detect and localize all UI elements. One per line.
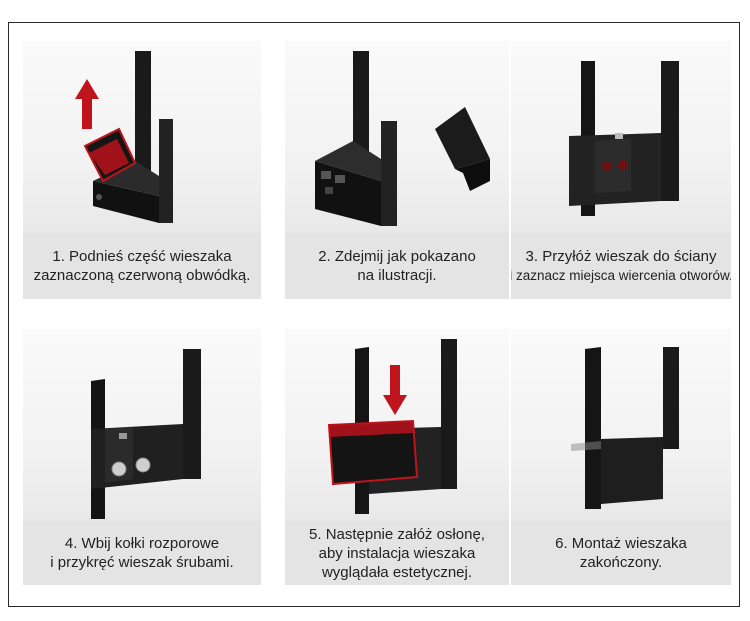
step-6-line-1: 6. Montaż wieszaka — [555, 535, 687, 552]
step-2-caption: 2. Zdejmij jak pokazano na ilustracji. — [285, 233, 509, 299]
step-2-line-1: 2. Zdejmij jak pokazano — [318, 248, 476, 265]
arrow-up-icon — [75, 79, 99, 129]
step-3-photo — [511, 41, 731, 233]
step-1-line-1: 1. Podnieś część wieszaka — [52, 248, 232, 265]
arrow-down-icon — [383, 365, 407, 415]
step-3-caption: 3. Przyłóż wieszak do ściany i zaznacz m… — [511, 233, 731, 299]
step-1-photo — [23, 41, 261, 233]
step-1-caption: 1. Podnieś część wieszaka zaznaczoną cze… — [23, 233, 261, 299]
step-1-line-2: zaznaczoną czerwoną obwódką. — [33, 267, 251, 284]
step-5-caption: 5. Następnie załóż osłonę, aby instalacj… — [285, 521, 509, 585]
step-4-caption: 4. Wbij kołki rozporowe i przykręć wiesz… — [23, 521, 261, 585]
step-3-line-1: 3. Przyłóż wieszak do ściany — [525, 248, 717, 265]
step-panel-4: 4. Wbij kołki rozporowe i przykręć wiesz… — [23, 329, 261, 585]
step-panel-3: 3. Przyłóż wieszak do ściany i zaznacz m… — [511, 41, 731, 299]
step-panel-6: 6. Montaż wieszaka zakończony. — [511, 329, 731, 585]
step-6-caption: 6. Montaż wieszaka zakończony. — [511, 521, 731, 585]
step-5-line-2: aby instalacja wieszaka — [318, 544, 476, 562]
step-5-line-1: 5. Następnie załóż osłonę, — [309, 525, 485, 543]
step-6-line-2: zakończony. — [579, 554, 663, 571]
step-panel-2: 2. Zdejmij jak pokazano na ilustracji. — [285, 41, 509, 299]
instruction-frame: 1. Podnieś część wieszaka zaznaczoną cze… — [8, 22, 740, 607]
step-4-line-1: 4. Wbij kołki rozporowe — [64, 535, 220, 552]
step-2-photo — [285, 41, 509, 233]
step-6-photo — [511, 329, 731, 521]
step-5-photo — [285, 329, 509, 521]
step-2-line-2: na ilustracji. — [357, 267, 437, 284]
step-panel-1: 1. Podnieś część wieszaka zaznaczoną cze… — [23, 41, 261, 299]
step-4-line-2: i przykręć wieszak śrubami. — [50, 554, 234, 571]
step-panel-5: 5. Następnie załóż osłonę, aby instalacj… — [285, 329, 509, 585]
step-4-photo — [23, 329, 261, 521]
step-3-line-2: i zaznacz miejsca wiercenia otworów. — [511, 268, 731, 283]
step-5-line-3: wyglądała estetycznej. — [321, 563, 473, 581]
